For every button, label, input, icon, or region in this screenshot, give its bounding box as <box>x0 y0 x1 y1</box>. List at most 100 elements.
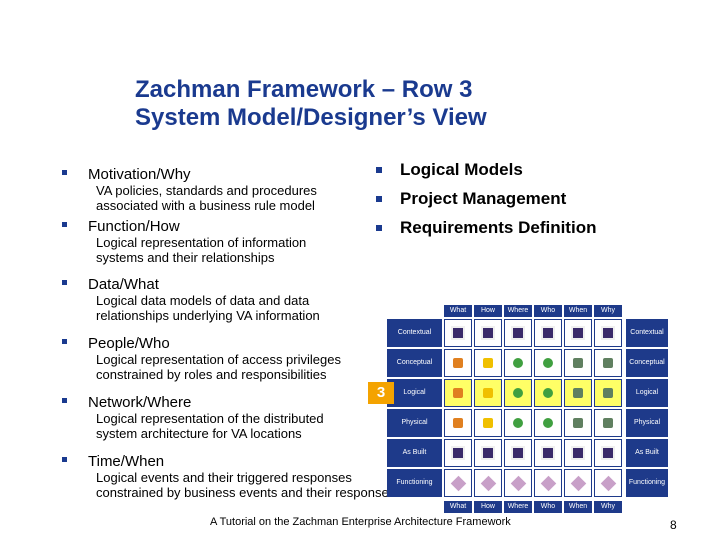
cell-model-icon <box>481 326 495 340</box>
cell-model-icon <box>513 418 523 428</box>
matrix-cell <box>594 409 622 437</box>
cell-model-icon <box>603 388 613 398</box>
matrix-cell <box>444 319 472 347</box>
matrix-cell <box>564 469 592 497</box>
cell-model-icon <box>453 418 463 428</box>
matrix-cell <box>594 349 622 377</box>
bullet-icon <box>62 280 67 285</box>
list-item: Motivation/Why VA policies, standards an… <box>62 166 407 213</box>
matrix-cell <box>504 349 532 377</box>
row-label-right: Functioning <box>626 469 668 497</box>
matrix-cell <box>444 409 472 437</box>
list-item: Project Management <box>374 189 596 218</box>
cell-model-icon <box>571 326 585 340</box>
bullet-icon <box>62 398 67 403</box>
title-line-2: System Model/Designer’s View <box>135 104 487 131</box>
matrix-cell <box>504 409 532 437</box>
column-header-top: Where <box>504 305 532 317</box>
row-label-left: As Built <box>387 439 442 467</box>
item-heading: Time/When <box>88 453 165 470</box>
cell-model-icon <box>601 446 615 460</box>
cell-model-icon <box>540 475 557 492</box>
matrix-cell <box>444 349 472 377</box>
item-description: Logical representation of the distribute… <box>96 411 324 426</box>
matrix-cell <box>504 439 532 467</box>
matrix-cell <box>534 469 562 497</box>
cell-model-icon <box>453 388 463 398</box>
cell-model-icon <box>573 388 583 398</box>
matrix-cell <box>504 469 532 497</box>
list-item: People/Who Logical representation of acc… <box>62 335 407 382</box>
bullet-icon <box>62 222 67 227</box>
cell-model-icon <box>541 326 555 340</box>
column-header-bottom: Why <box>594 501 622 513</box>
cell-model-icon <box>543 358 553 368</box>
bullet-icon <box>376 167 382 173</box>
row-badge: 3 <box>368 382 394 404</box>
item-heading: People/Who <box>88 335 170 352</box>
row-label-right: Contextual <box>626 319 668 347</box>
title-line-1: Zachman Framework – Row 3 <box>135 76 473 103</box>
cell-model-icon <box>483 358 493 368</box>
cell-model-icon <box>603 358 613 368</box>
row-label-right: As Built <box>626 439 668 467</box>
cell-model-icon <box>511 326 525 340</box>
bullet-icon <box>376 225 382 231</box>
row-label-left: Functioning <box>387 469 442 497</box>
column-header-top: When <box>564 305 592 317</box>
matrix-cell <box>474 379 502 407</box>
item-label: Requirements Definition <box>400 218 597 237</box>
cell-model-icon <box>573 418 583 428</box>
column-header-top: Why <box>594 305 622 317</box>
matrix-cell <box>444 439 472 467</box>
matrix-cell <box>534 349 562 377</box>
list-item: Requirements Definition <box>374 218 596 247</box>
matrix-cell <box>474 439 502 467</box>
matrix-cell <box>594 319 622 347</box>
matrix-cell <box>444 379 472 407</box>
item-description: VA policies, standards and procedures <box>96 183 317 198</box>
item-description: constrained by business events and their… <box>96 485 396 500</box>
item-description: systems and their relationships <box>96 250 275 265</box>
matrix-cell <box>594 469 622 497</box>
cell-model-icon <box>510 475 527 492</box>
cell-model-icon <box>511 446 525 460</box>
footer-text: A Tutorial on the Zachman Enterprise Arc… <box>210 516 511 528</box>
cell-model-icon <box>543 388 553 398</box>
cell-model-icon <box>451 446 465 460</box>
cell-model-icon <box>483 388 493 398</box>
matrix-cell <box>534 319 562 347</box>
cell-model-icon <box>541 446 555 460</box>
item-description: Logical representation of access privile… <box>96 352 341 367</box>
column-header-bottom: When <box>564 501 592 513</box>
matrix-cell <box>504 319 532 347</box>
matrix-cell <box>504 379 532 407</box>
matrix-cell <box>564 379 592 407</box>
matrix-cell <box>474 409 502 437</box>
column-header-top: Who <box>534 305 562 317</box>
cell-model-icon <box>571 446 585 460</box>
item-label: Logical Models <box>400 160 523 179</box>
cell-model-icon <box>480 475 497 492</box>
matrix-cell <box>564 319 592 347</box>
column-header-bottom: How <box>474 501 502 513</box>
matrix-cell <box>474 469 502 497</box>
item-description: system architecture for VA locations <box>96 426 302 441</box>
bullet-icon <box>62 457 67 462</box>
cell-model-icon <box>603 418 613 428</box>
slide-title: Zachman Framework – Row 3 System Model/D… <box>135 76 487 132</box>
row-label-right: Physical <box>626 409 668 437</box>
left-bullet-list: Motivation/Why VA policies, standards an… <box>62 166 407 500</box>
row-label-left: Physical <box>387 409 442 437</box>
matrix-cell <box>474 349 502 377</box>
cell-model-icon <box>570 475 587 492</box>
cell-model-icon <box>513 358 523 368</box>
item-description: associated with a business rule model <box>96 198 315 213</box>
list-item: Function/How Logical representation of i… <box>62 218 407 265</box>
bullet-icon <box>62 170 67 175</box>
matrix-cell <box>564 439 592 467</box>
matrix-cell <box>534 409 562 437</box>
list-item: Network/Where Logical representation of … <box>62 394 407 441</box>
matrix-cell <box>564 349 592 377</box>
cell-model-icon <box>513 388 523 398</box>
